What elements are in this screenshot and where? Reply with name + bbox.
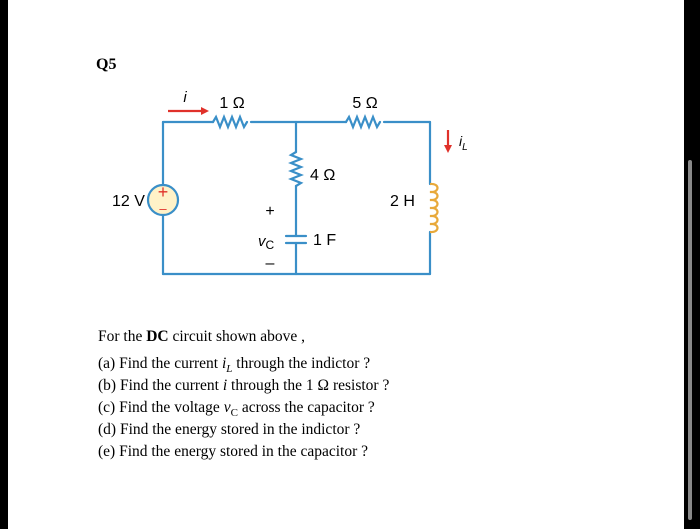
- inductor-label: 2 H: [390, 193, 415, 210]
- question-number: Q5: [96, 56, 117, 73]
- question-b: (b) Find the current i through the 1 Ω r…: [98, 377, 390, 394]
- voltage-source-plus: +: [158, 182, 169, 202]
- resistor-1ohm: [211, 114, 249, 130]
- scrollbar[interactable]: [688, 160, 692, 520]
- current-i-label: i: [183, 89, 187, 106]
- inductor-coil: [429, 182, 439, 234]
- question-e: (e) Find the energy stored in the capaci…: [98, 443, 369, 460]
- question-a: (a) Find the current iL through the indi…: [98, 355, 371, 376]
- source-label: 12 V: [112, 193, 145, 210]
- question-d: (d) Find the energy stored in the indict…: [98, 421, 361, 438]
- vc-minus: –: [266, 255, 275, 272]
- capacitor-label: 1 F: [313, 232, 336, 249]
- resistor-4ohm: [288, 150, 304, 188]
- document-page: Q5 + –: [8, 0, 684, 529]
- vc-plus: +: [265, 203, 274, 220]
- circuit-diagram: + – i 1 Ω 5 Ω 4 Ω 12 V 2 H 1 F + vC – iL: [112, 89, 468, 276]
- il-label: iL: [459, 133, 468, 153]
- r3-label: 4 Ω: [310, 167, 335, 184]
- voltage-source: [146, 183, 180, 217]
- resistor-5ohm: [344, 114, 382, 130]
- vc-label: vC: [258, 233, 275, 252]
- voltage-source-minus: –: [159, 201, 167, 216]
- r1-label: 1 Ω: [219, 95, 244, 112]
- question-c: (c) Find the voltage vC across the capac…: [98, 399, 375, 420]
- intro-text: For the DC circuit shown above ,: [98, 328, 306, 345]
- r2-label: 5 Ω: [352, 95, 377, 112]
